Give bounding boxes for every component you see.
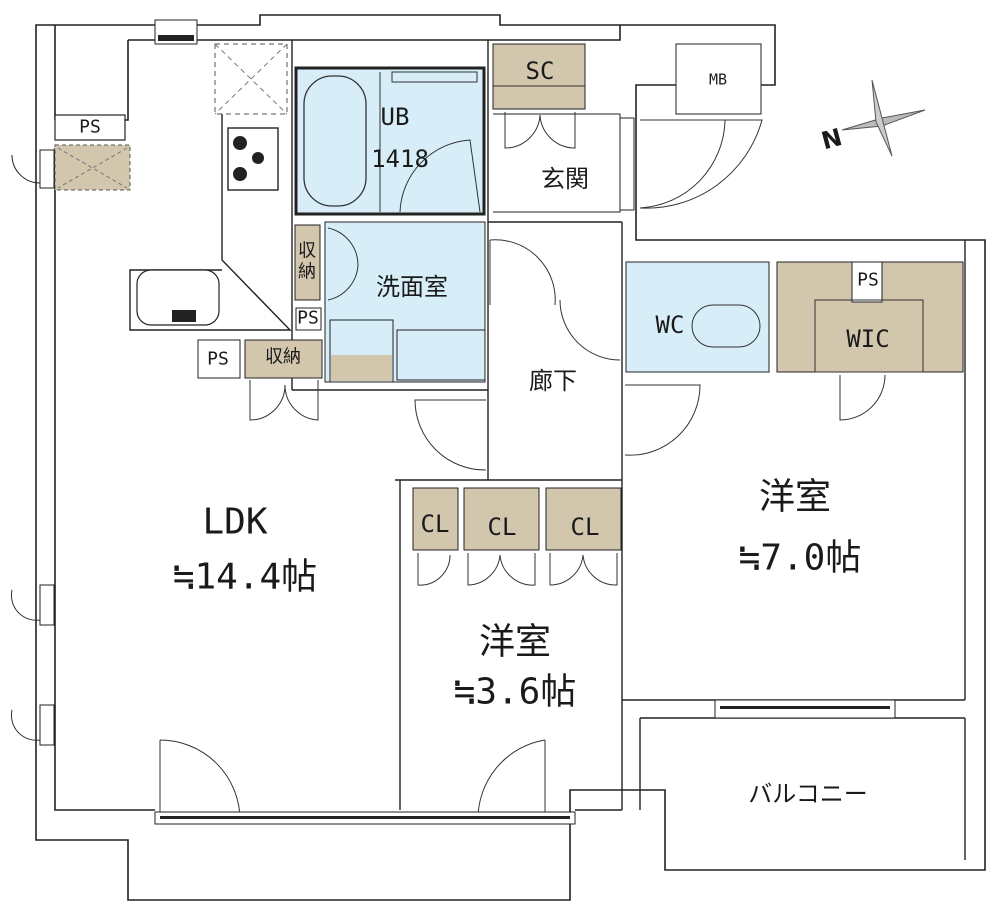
bath-area [294, 66, 486, 216]
label-wc: WC [655, 311, 685, 340]
outer-wall [35, 14, 986, 901]
label-closet-2: CL [487, 513, 517, 542]
label-ps-top-left: PS [79, 116, 101, 138]
label-closet-1: CL [420, 510, 450, 539]
label-ldk: LDK [202, 501, 268, 543]
label-bath: UB [380, 103, 410, 132]
label-ps-kitchen: PS [207, 348, 229, 370]
burner-icon [233, 136, 247, 150]
shoe-closet-box [492, 43, 586, 110]
label-western-small: 洋室 [478, 621, 552, 663]
label-balcony: バルコニー [748, 780, 868, 809]
label-washroom: 洗面室 [376, 273, 448, 302]
compass-icon [841, 79, 926, 157]
label-western-large: 洋室 [758, 476, 832, 518]
duct-box [54, 144, 131, 191]
label-ldk-area: ≒14.4帖 [172, 556, 318, 598]
label-storage-kitchen: 収納 [265, 346, 301, 368]
label-meter-box: MB [708, 70, 728, 89]
label-shoe-closet: SC [525, 57, 555, 86]
label-wic: WIC [846, 325, 890, 354]
wc-area [625, 261, 770, 373]
kitchen-sink [136, 269, 220, 326]
label-bath-size: 1418 [371, 145, 429, 174]
label-entrance: 玄関 [541, 165, 589, 194]
label-storage-wash: 収 納 [298, 240, 316, 282]
ps-top-left-box [54, 114, 126, 141]
label-ps-wash: PS [297, 307, 319, 329]
label-closet-3: CL [570, 513, 600, 542]
label-hallway: 廊下 [529, 367, 577, 396]
label-ps-wic: PS [857, 269, 879, 291]
label-western-small-area: ≒3.6帖 [453, 671, 577, 713]
label-western-large-area: ≒7.0帖 [738, 537, 862, 579]
